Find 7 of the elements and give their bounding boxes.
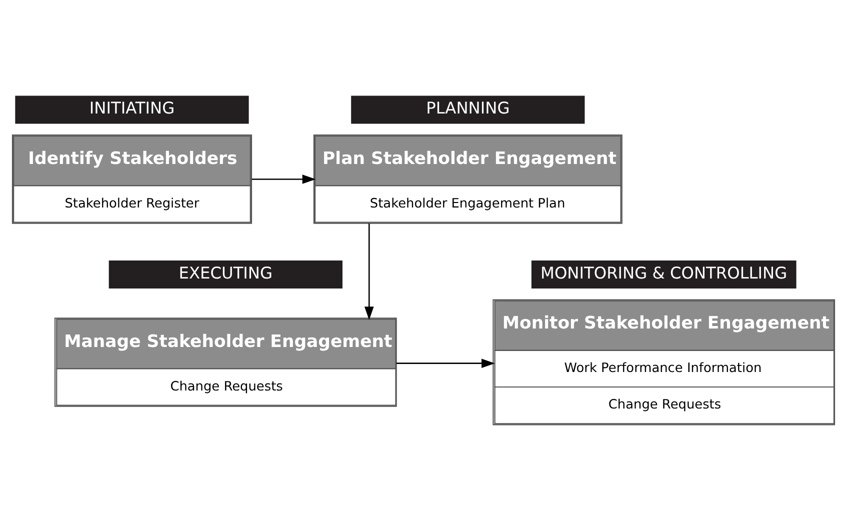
arrow: [364, 223, 374, 320]
node-box: INITIATING: [15, 95, 249, 124]
node-box: MONITORING & CONTROLLING: [531, 260, 796, 288]
arrow: [252, 174, 316, 184]
arrow: [396, 358, 495, 368]
node-box: PLANNING: [351, 95, 585, 124]
node-box: EXECUTING: [108, 260, 342, 288]
